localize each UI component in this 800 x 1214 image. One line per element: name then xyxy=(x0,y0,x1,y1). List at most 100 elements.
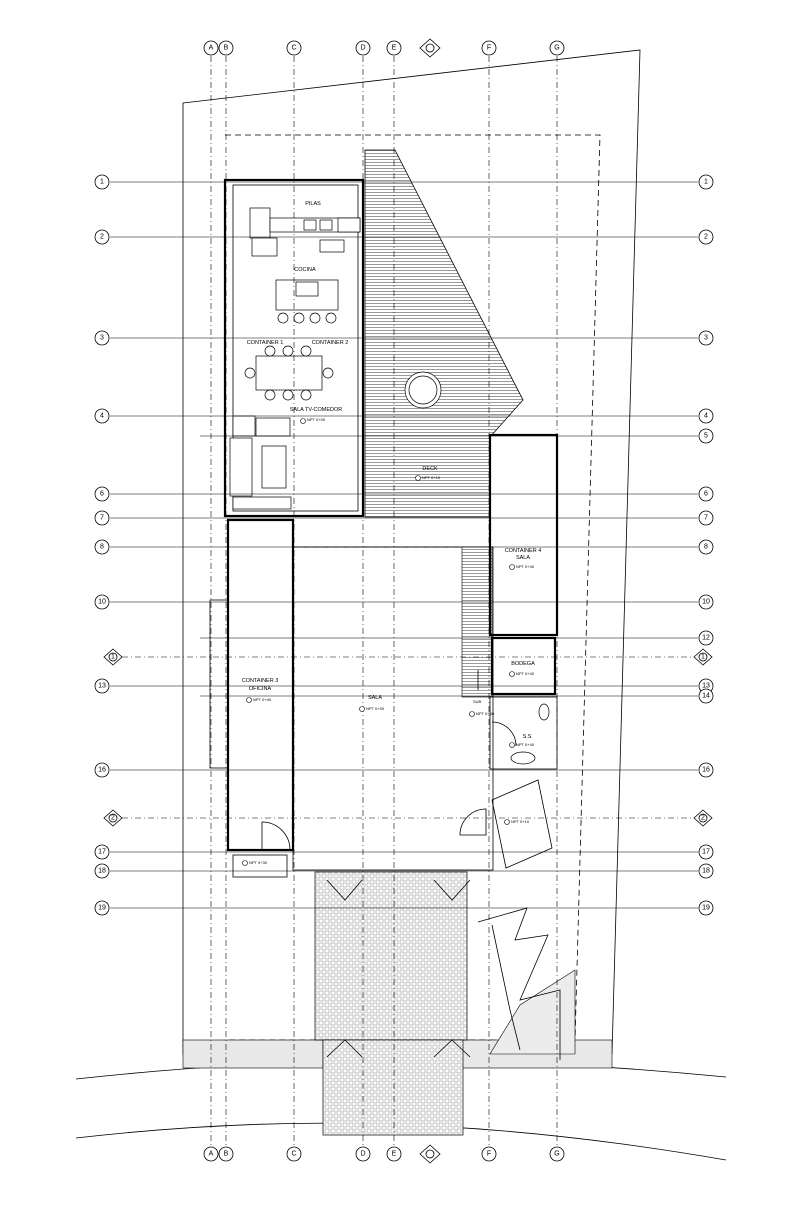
sidewalk-strip-left xyxy=(182,1039,324,1069)
label-deck: DECK xyxy=(422,466,438,472)
label-container-4-sub: SALA xyxy=(516,555,530,561)
grid-row-bubble-left-17: 17 xyxy=(94,844,110,860)
svg-text:6: 6 xyxy=(100,491,104,498)
svg-text:4: 4 xyxy=(704,413,708,420)
grid-column-bubble-top-B: B xyxy=(218,40,234,56)
svg-text:1: 1 xyxy=(100,179,104,186)
svg-text:8: 8 xyxy=(704,544,708,551)
chair-5 xyxy=(282,389,294,401)
entry-door xyxy=(459,808,487,836)
svg-text:B: B xyxy=(224,1151,229,1158)
deck-area xyxy=(364,149,524,518)
gate-top-right xyxy=(433,879,471,901)
svg-text:F: F xyxy=(487,1151,491,1158)
grid-column-bubble-bottom-G: G xyxy=(549,1146,565,1162)
container-3-door xyxy=(261,821,291,851)
svg-text:12: 12 xyxy=(702,635,710,642)
grid-column-bubble-top-F: F xyxy=(481,40,497,56)
level-sala: NPT 0+00 xyxy=(359,706,385,712)
grid-column-bubble-bottom-E: E xyxy=(386,1146,402,1162)
stool-3 xyxy=(309,312,321,324)
svg-text:17: 17 xyxy=(98,849,106,856)
chair-2 xyxy=(282,345,294,357)
svg-text:NPT 0+40: NPT 0+40 xyxy=(253,697,272,702)
svg-text:NPT 0+40: NPT 0+40 xyxy=(516,564,535,569)
label-sub: SUB xyxy=(473,699,482,704)
svg-text:NPT 0+10: NPT 0+10 xyxy=(422,475,441,480)
svg-text:13: 13 xyxy=(98,683,106,690)
container-3-walls xyxy=(226,518,295,852)
svg-text:7: 7 xyxy=(704,515,708,522)
svg-text:2: 2 xyxy=(701,815,705,822)
grid-column-bubble-bottom-F: F xyxy=(481,1146,497,1162)
gate-right xyxy=(433,1039,471,1058)
driveway-entrance xyxy=(322,1039,464,1136)
svg-text:8: 8 xyxy=(100,544,104,551)
svg-text:1: 1 xyxy=(111,654,115,661)
label-sala-tv: SALA TV-COMEDOR xyxy=(290,407,342,413)
section-marker-top xyxy=(419,38,441,58)
stool-2 xyxy=(293,312,305,324)
svg-text:18: 18 xyxy=(98,868,106,875)
svg-text:18: 18 xyxy=(702,868,710,875)
ramp-wall-2 xyxy=(491,924,521,1051)
svg-text:E: E xyxy=(392,1151,397,1158)
svg-text:2: 2 xyxy=(111,815,115,822)
svg-text:5: 5 xyxy=(704,433,708,440)
svg-text:A: A xyxy=(209,1151,214,1158)
stairs xyxy=(461,546,493,698)
level-entry: NPT 0+10 xyxy=(504,819,530,825)
grid-row-bubble-left-18: 18 xyxy=(94,863,110,879)
svg-text:1: 1 xyxy=(704,179,708,186)
svg-text:A: A xyxy=(209,45,214,52)
svg-text:NPT 0+40: NPT 0+40 xyxy=(516,742,535,747)
grid-column-bubble-top-D: D xyxy=(355,40,371,56)
label-container-3-sub: OFICINA xyxy=(249,686,272,692)
chair-6 xyxy=(300,389,312,401)
grid-column-bubble-bottom-D: D xyxy=(355,1146,371,1162)
svg-text:NPT 0+10: NPT 0+10 xyxy=(511,819,530,824)
svg-text:D: D xyxy=(360,45,365,52)
svg-text:NPT 0+30: NPT 0+30 xyxy=(249,860,268,865)
grid-column-bubble-bottom-A: A xyxy=(203,1146,219,1162)
svg-text:4: 4 xyxy=(100,413,104,420)
label-container-4: CONTAINER 4 xyxy=(505,548,542,554)
level-porch: NPT 0+30 xyxy=(242,860,268,866)
section-marker-bottom xyxy=(419,1144,441,1164)
stair-counter xyxy=(249,207,271,239)
svg-text:G: G xyxy=(554,45,559,52)
svg-text:13: 13 xyxy=(702,683,710,690)
grid-column-bubble-top-E: E xyxy=(386,40,402,56)
grid-row-bubble-right-19: 19 xyxy=(698,900,714,916)
grid-row-bubble-right-16: 16 xyxy=(698,762,714,778)
svg-text:NPT 0+00: NPT 0+00 xyxy=(307,417,326,422)
toilet xyxy=(538,703,550,721)
section-marker-1-right: 1 xyxy=(693,648,713,666)
grid-row-bubble-left-2: 2 xyxy=(94,229,110,245)
svg-text:6: 6 xyxy=(704,491,708,498)
label-bodega: BODEGA xyxy=(511,661,535,667)
sink-2 xyxy=(319,239,345,253)
svg-text:F: F xyxy=(487,45,491,52)
bathroom-door xyxy=(491,721,517,747)
grid-row-bubble-right-8: 8 xyxy=(698,539,714,555)
svg-text:7: 7 xyxy=(100,515,104,522)
grid-row-bubble-left-7: 7 xyxy=(94,510,110,526)
grid-row-bubble-left-1: 1 xyxy=(94,174,110,190)
grid-row-bubble-left-8: 8 xyxy=(94,539,110,555)
section-marker-2-left: 2 xyxy=(103,809,123,827)
svg-text:B: B xyxy=(224,45,229,52)
chair-3 xyxy=(300,345,312,357)
grid-column-bubble-bottom-B: B xyxy=(218,1146,234,1162)
grid-row-bubble-right-2: 2 xyxy=(698,229,714,245)
level-container-3: NPT 0+40 xyxy=(246,697,272,703)
svg-text:E: E xyxy=(392,45,397,52)
tv-console xyxy=(232,496,292,510)
grid-row-bubble-right-5: 5 xyxy=(698,428,714,444)
grid-row-bubble-left-3: 3 xyxy=(94,330,110,346)
grid-row-bubble-right-10: 10 xyxy=(698,594,714,610)
gate-left xyxy=(326,1039,363,1058)
grid-row-bubble-right-1: 1 xyxy=(698,174,714,190)
